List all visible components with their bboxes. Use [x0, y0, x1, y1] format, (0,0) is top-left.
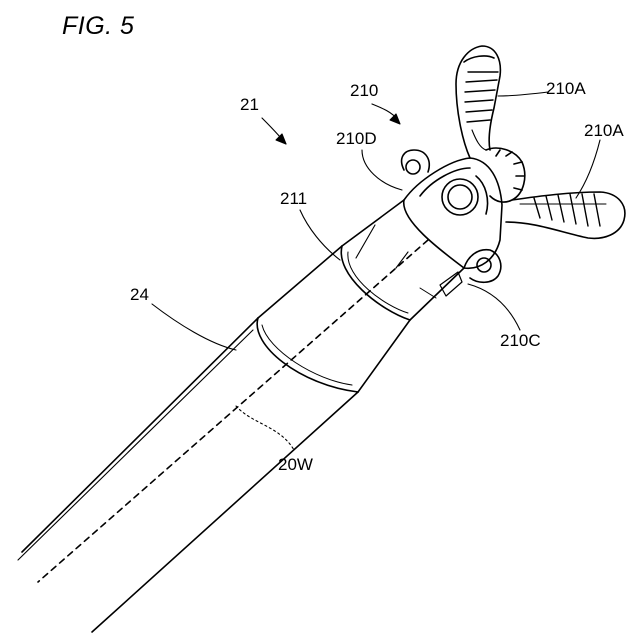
leader-210a-upper: [498, 92, 548, 96]
jaw-upper: [456, 46, 500, 158]
pivot-gear: [486, 148, 525, 202]
leader-24: [152, 304, 236, 350]
clevis-body: [404, 158, 502, 268]
label-211: 211: [280, 190, 307, 207]
label-21: 21: [240, 96, 259, 113]
sheath-body: [341, 200, 464, 320]
sleeve-segment: [257, 246, 410, 392]
arrowhead-21: [276, 134, 286, 144]
upper-ear: [402, 150, 430, 174]
label-210a-upper: 210A: [546, 80, 586, 97]
pivot-ear: [420, 250, 501, 298]
leader-20w: [236, 406, 294, 450]
leader-210a-lower: [576, 140, 600, 198]
label-20w: 20W: [278, 456, 313, 473]
leader-210c: [468, 284, 520, 330]
jaw-lower: [506, 192, 625, 238]
label-210: 210: [350, 82, 378, 99]
label-210c: 210C: [500, 332, 541, 349]
shaft-tube: [18, 318, 358, 632]
leader-210d: [362, 150, 402, 190]
label-24: 24: [130, 286, 149, 303]
label-210a-lower: 210A: [584, 122, 624, 139]
label-210d: 210D: [336, 130, 377, 147]
arrowhead-210: [390, 114, 400, 124]
